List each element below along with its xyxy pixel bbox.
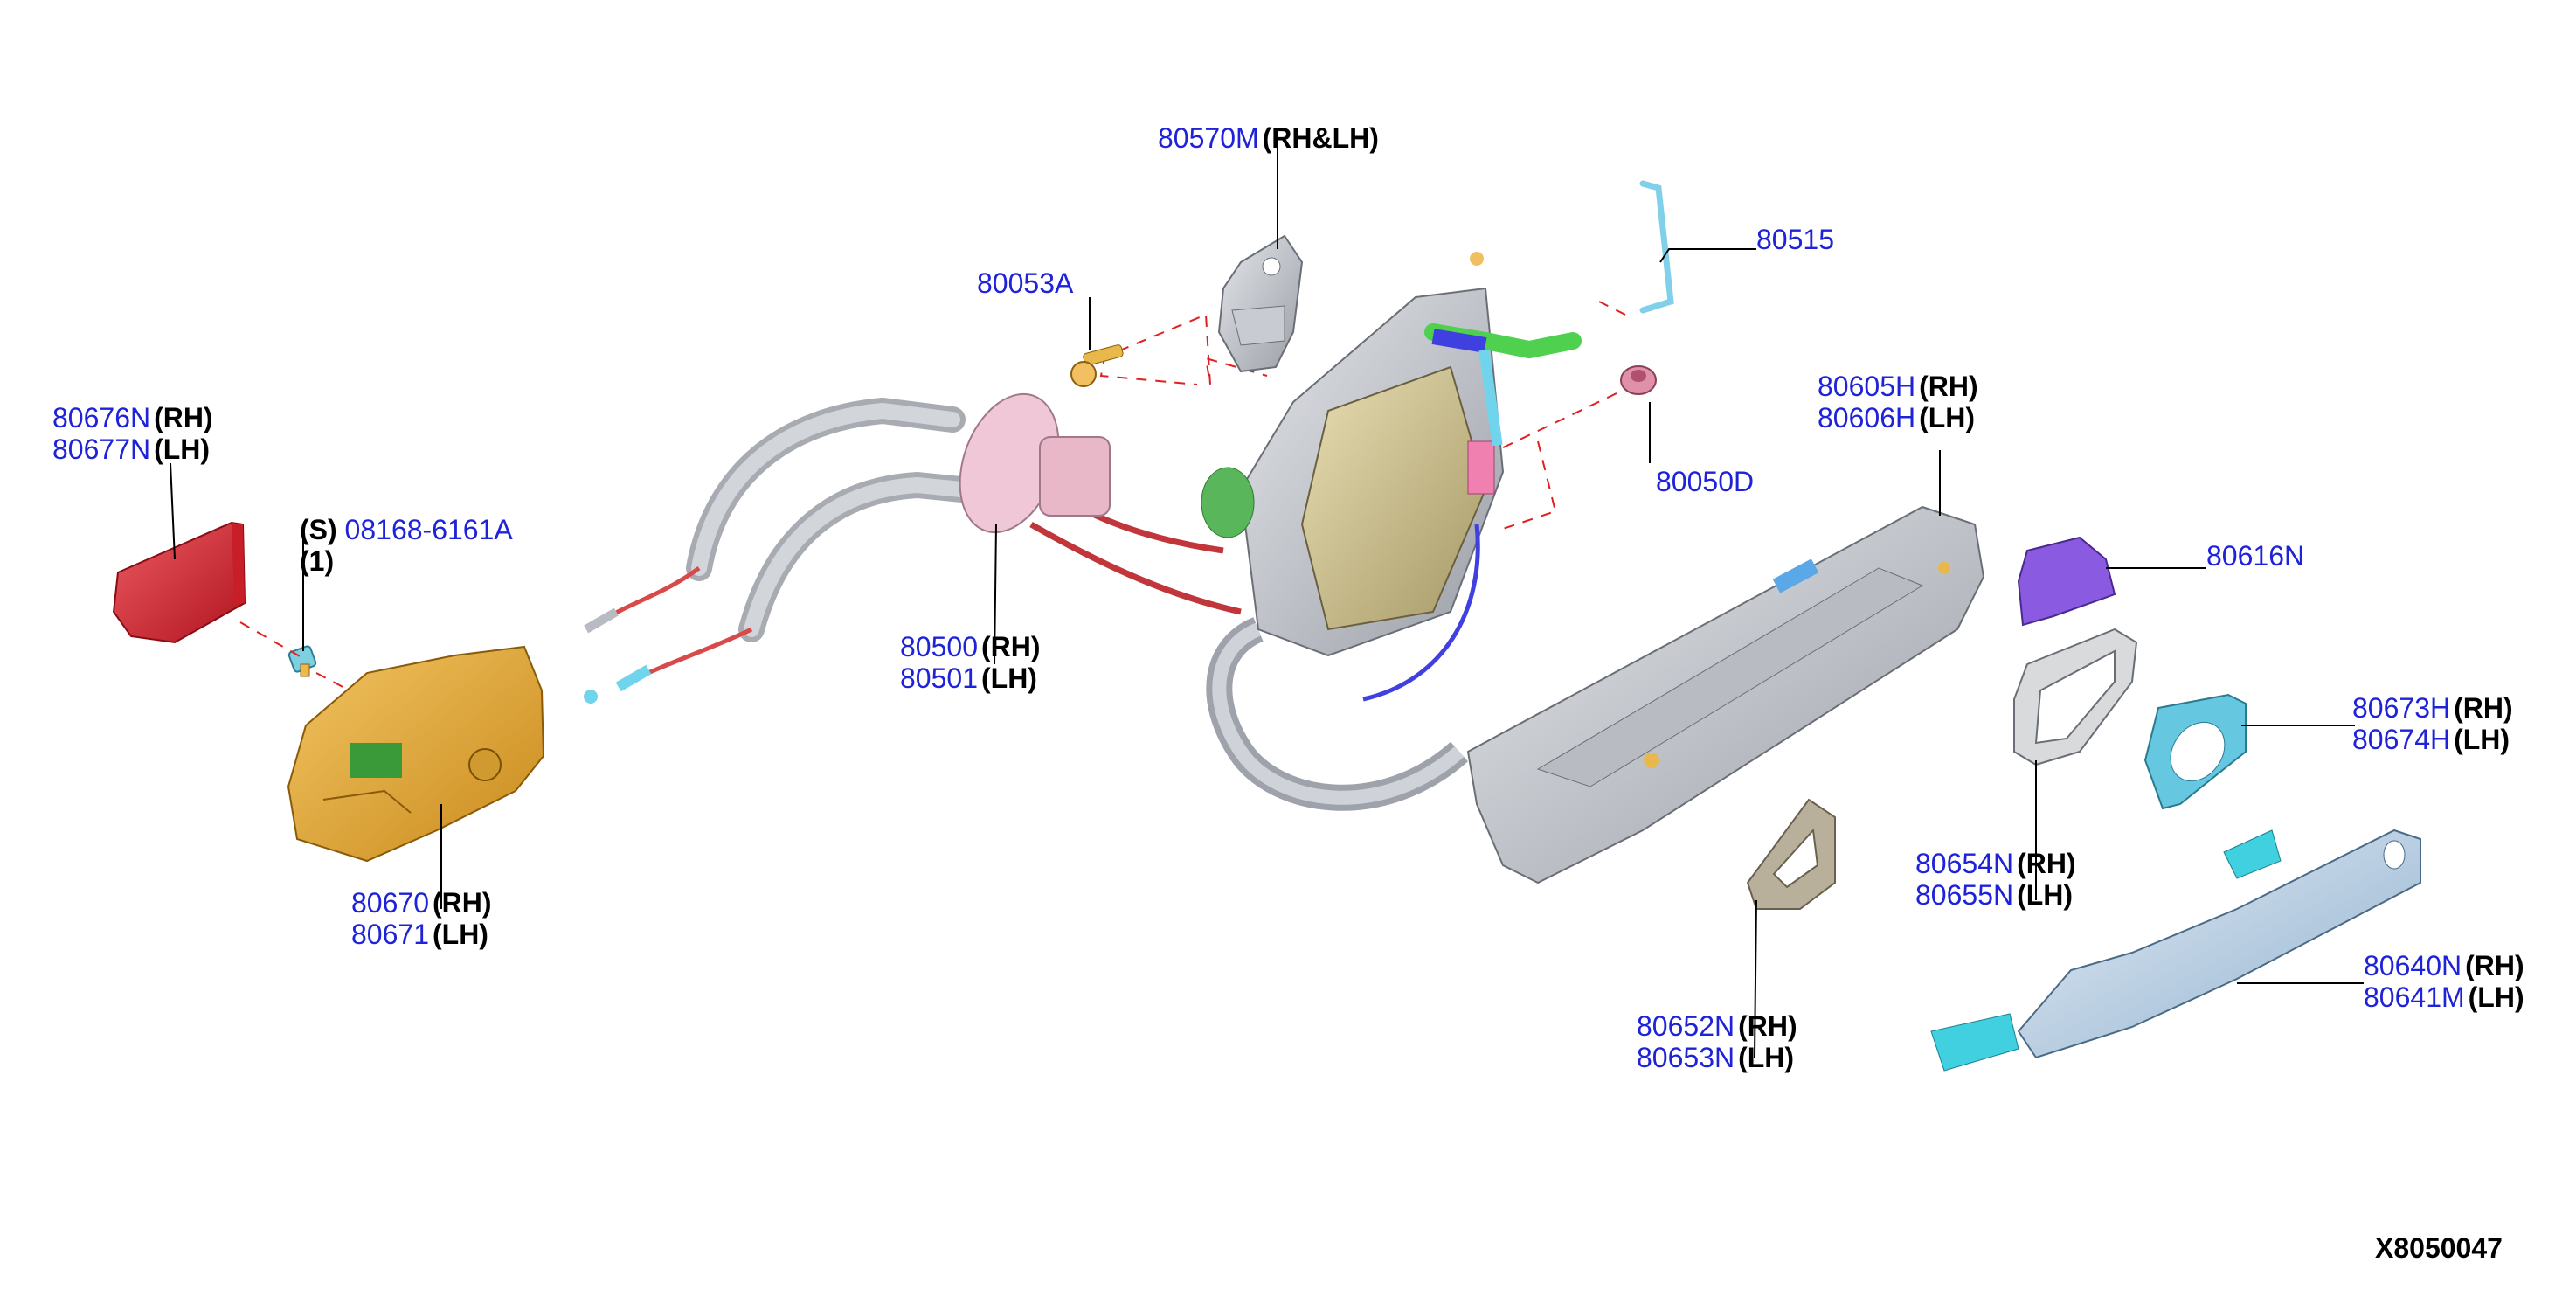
part-label-80515[interactable]: 80515 <box>1756 224 1834 255</box>
part-tag-80640N: (RH) <box>2465 950 2524 981</box>
part-label-80501[interactable]: 80501(LH) <box>900 662 1041 694</box>
cylinder-cap-part <box>2017 536 2116 627</box>
part-label-80606H[interactable]: 80606H(LH) <box>1818 402 1978 433</box>
part-label-80673H[interactable]: 80673H(RH) <box>2352 692 2513 724</box>
part-number-80053A: 80053A <box>977 267 1074 299</box>
screw-qty-row: (1) <box>300 545 513 577</box>
door-lock-part <box>1201 252 1582 811</box>
part-number-80653N: 80653N <box>1637 1042 1735 1073</box>
part-tag-80500: (RH) <box>980 631 1041 662</box>
part-label-80616N[interactable]: 80616N <box>2206 540 2304 572</box>
diagram-reference-id: X8050047 <box>2375 1232 2503 1264</box>
part-label-80641M[interactable]: 80641M(LH) <box>2364 981 2524 1013</box>
part-label-80570M[interactable]: 80570M(RH&LH) <box>1158 122 1379 154</box>
part-label-80676N-80677N[interactable]: 80676N(RH) 80677N(LH) <box>52 402 213 465</box>
part-tag-80652N: (RH) <box>1738 1010 1797 1042</box>
part-number-80570M: 80570M <box>1158 122 1259 154</box>
part-tag-80641M: (LH) <box>2468 981 2524 1013</box>
inner-handle-assembly-part <box>287 645 545 863</box>
outside-handle-part <box>1930 829 2421 1072</box>
leader-lines <box>170 140 2364 1058</box>
part-number-80654N: 80654N <box>1915 848 2014 879</box>
part-tag-80653N: (LH) <box>1738 1042 1795 1073</box>
part-label-80676N[interactable]: 80676N(RH) <box>52 402 213 433</box>
part-label-80677N[interactable]: 80677N(LH) <box>52 433 213 465</box>
inner-handle-bezel-part <box>112 521 246 644</box>
part-label-80674H[interactable]: 80674H(LH) <box>2352 724 2513 755</box>
gasket-part <box>2013 628 2138 766</box>
screw-spec-row: (S) 08168-6161A <box>300 514 513 545</box>
small-screw-part <box>287 645 317 677</box>
part-number-08168-6161A: 08168-6161A <box>344 514 513 545</box>
striker-part <box>1217 234 1304 373</box>
base-gasket-part <box>1746 798 1836 910</box>
part-tag-80671: (LH) <box>432 919 488 950</box>
part-number-80677N: 80677N <box>52 433 151 465</box>
part-label-80654N[interactable]: 80654N(RH) <box>1915 848 2076 879</box>
part-label-08168-6161A[interactable]: (S) 08168-6161A (1) <box>300 514 513 577</box>
part-number-80641M: 80641M <box>2364 981 2465 1013</box>
part-label-80653N[interactable]: 80653N(LH) <box>1637 1042 1797 1073</box>
part-label-80670[interactable]: 80670(RH) <box>351 887 492 919</box>
part-tag-80655N: (LH) <box>2017 879 2074 911</box>
part-tag-80654N: (RH) <box>2017 848 2076 879</box>
screw-part <box>1070 344 1124 387</box>
part-number-80606H: 80606H <box>1818 402 1916 433</box>
part-number-80655N: 80655N <box>1915 879 2014 911</box>
part-number-80676N: 80676N <box>52 402 151 433</box>
standard-part-prefix: (S) <box>300 514 337 545</box>
part-label-80053A[interactable]: 80053A <box>977 267 1073 299</box>
escutcheon-part <box>2143 693 2247 810</box>
part-number-80501: 80501 <box>900 662 978 694</box>
part-number-80050D: 80050D <box>1656 466 1755 497</box>
rod-part <box>1639 180 1674 314</box>
part-number-80515: 80515 <box>1756 224 1834 255</box>
part-label-80671[interactable]: 80671(LH) <box>351 919 492 950</box>
part-label-80640N-80641M[interactable]: 80640N(RH) 80641M(LH) <box>2364 950 2524 1013</box>
part-label-80500[interactable]: 80500(RH) <box>900 631 1041 662</box>
part-tag-80673H: (RH) <box>2454 692 2513 724</box>
quantity: (1) <box>300 545 335 577</box>
part-tag-80606H: (LH) <box>1919 402 1976 433</box>
part-tag-80674H: (LH) <box>2454 724 2510 755</box>
part-label-80640N[interactable]: 80640N(RH) <box>2364 950 2524 981</box>
part-label-80605H-80606H[interactable]: 80605H(RH) 80606H(LH) <box>1818 371 1978 433</box>
part-number-80616N: 80616N <box>2206 540 2305 572</box>
part-tag-80570M: (RH&LH) <box>1262 122 1379 154</box>
part-number-80671: 80671 <box>351 919 429 950</box>
part-number-80640N: 80640N <box>2364 950 2462 981</box>
part-label-80652N[interactable]: 80652N(RH) <box>1637 1010 1797 1042</box>
part-tag-80670: (RH) <box>432 887 492 919</box>
part-label-80654N-80655N[interactable]: 80654N(RH) 80655N(LH) <box>1915 848 2076 911</box>
part-tag-80605H: (RH) <box>1919 371 1978 402</box>
handle-frame-part <box>1466 505 1985 884</box>
grommet-part <box>1620 365 1657 395</box>
part-label-80655N[interactable]: 80655N(LH) <box>1915 879 2076 911</box>
part-label-80652N-80653N[interactable]: 80652N(RH) 80653N(LH) <box>1637 1010 1797 1073</box>
part-label-80673H-80674H[interactable]: 80673H(RH) 80674H(LH) <box>2352 692 2513 755</box>
part-label-80670-80671[interactable]: 80670(RH) 80671(LH) <box>351 887 492 950</box>
part-number-80670: 80670 <box>351 887 429 919</box>
part-tag-80676N: (RH) <box>154 402 213 433</box>
part-label-80500-80501[interactable]: 80500(RH) 80501(LH) <box>900 631 1041 694</box>
cable-assembly-part <box>584 392 1242 704</box>
part-number-80674H: 80674H <box>2352 724 2451 755</box>
part-label-80605H[interactable]: 80605H(RH) <box>1818 371 1978 402</box>
part-number-80673H: 80673H <box>2352 692 2451 724</box>
part-number-80605H: 80605H <box>1818 371 1916 402</box>
part-number-80652N: 80652N <box>1637 1010 1735 1042</box>
part-label-80050D[interactable]: 80050D <box>1656 466 1754 497</box>
part-tag-80677N: (LH) <box>154 433 211 465</box>
part-number-80500: 80500 <box>900 631 978 662</box>
part-tag-80501: (LH) <box>980 662 1037 694</box>
